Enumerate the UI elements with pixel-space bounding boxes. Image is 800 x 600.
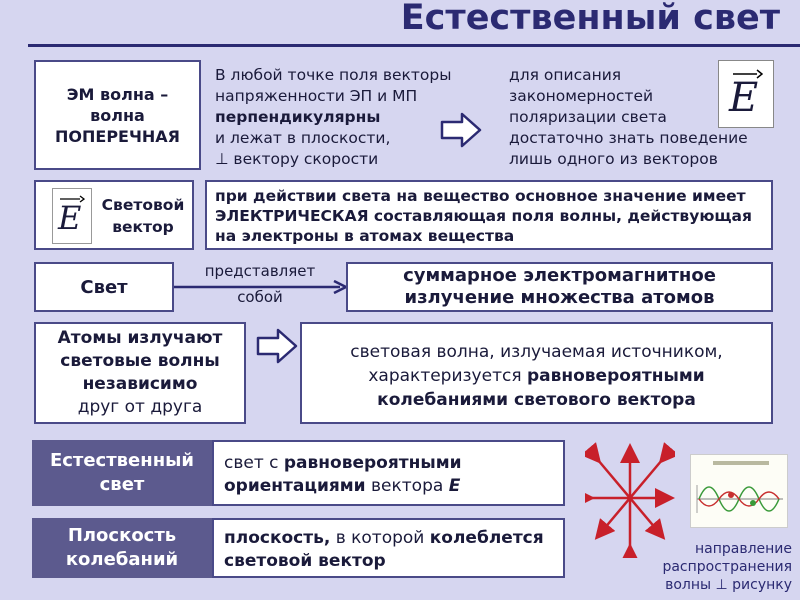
title-underline xyxy=(28,44,800,47)
page-title: Естественный свет xyxy=(401,0,780,38)
em-wave-thumbnail xyxy=(690,454,788,528)
light-vector-label: Световой вектор xyxy=(94,194,192,238)
natural-light-definition: свет с равновероятными ориентациями вект… xyxy=(212,440,565,506)
oscillation-plane-term: Плоскость колебаний xyxy=(32,518,212,578)
e-vector-symbol: E xyxy=(729,75,758,121)
itself-label: собой xyxy=(180,287,340,308)
light-vector-box: E Световой вектор xyxy=(34,180,194,250)
total-radiation-box: суммарное электромагнитное излучение мно… xyxy=(346,262,773,312)
natural-light-term: Естественный свет xyxy=(32,440,212,506)
hollow-arrow-icon xyxy=(256,328,300,364)
em-wave-box: ЭМ волна – волна ПОПЕРЕЧНАЯ xyxy=(34,60,201,170)
represents-label: представляет xyxy=(180,261,340,282)
light-box: Свет xyxy=(34,262,174,312)
oscillation-plane-definition: плоскость, в которой колеблется световой… xyxy=(212,518,565,578)
electric-component-box: при действии света на вещество основное … xyxy=(205,180,773,250)
atoms-box: Атомы излучают световые волны независимо… xyxy=(34,322,246,424)
propagation-caption: направление распространения волны ⊥ рису… xyxy=(624,540,792,594)
hollow-arrow-icon xyxy=(440,112,484,148)
e-vector-symbol: E xyxy=(58,199,81,237)
e-vector-box: E xyxy=(718,60,774,128)
light-wave-box: световая волна, излучаемая источником, х… xyxy=(300,322,773,424)
e-vector-mini: E xyxy=(52,188,92,244)
em-wave-label: ЭМ волна – волна ПОПЕРЕЧНАЯ xyxy=(40,84,195,147)
